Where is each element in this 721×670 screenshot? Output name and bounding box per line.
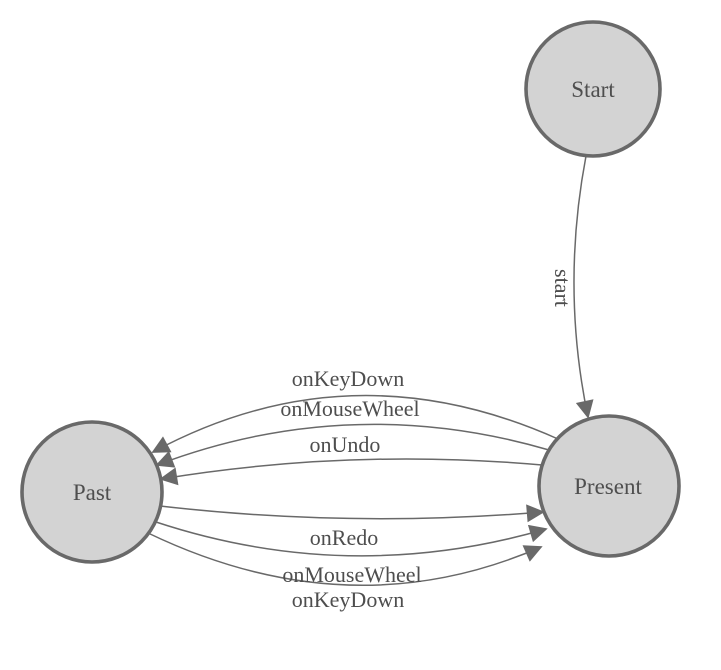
edge-past-to-present-mousewheel	[155, 521, 548, 557]
node-past	[20, 420, 164, 564]
node-label-past: Past	[73, 480, 112, 505]
edge-present-to-past-keydown	[151, 394, 559, 453]
edge-label-onundo: onUndo	[310, 432, 381, 457]
edge-present-to-past-mousewheel	[155, 423, 550, 468]
edge-past-to-present-keydown	[147, 532, 543, 586]
node-label-present: Present	[574, 474, 642, 499]
edge-label-onredo: onRedo	[310, 525, 378, 550]
edge-label-onkeydown-top: onKeyDown	[292, 366, 404, 391]
edge-present-to-past-undo	[159, 458, 543, 486]
edge-past-to-present-redo	[159, 504, 545, 523]
edge-label-onmousewheel-top: onMouseWheel	[280, 396, 419, 421]
node-start	[524, 20, 662, 158]
edge-start-to-present	[573, 155, 594, 419]
node-label-start: Start	[571, 77, 615, 102]
edge-label-onmousewheel-bottom: onMouseWheel	[282, 562, 421, 587]
edge-label-onkeydown-bottom: onKeyDown	[292, 587, 404, 612]
edge-label-start: start	[550, 269, 575, 307]
node-present	[537, 414, 681, 558]
